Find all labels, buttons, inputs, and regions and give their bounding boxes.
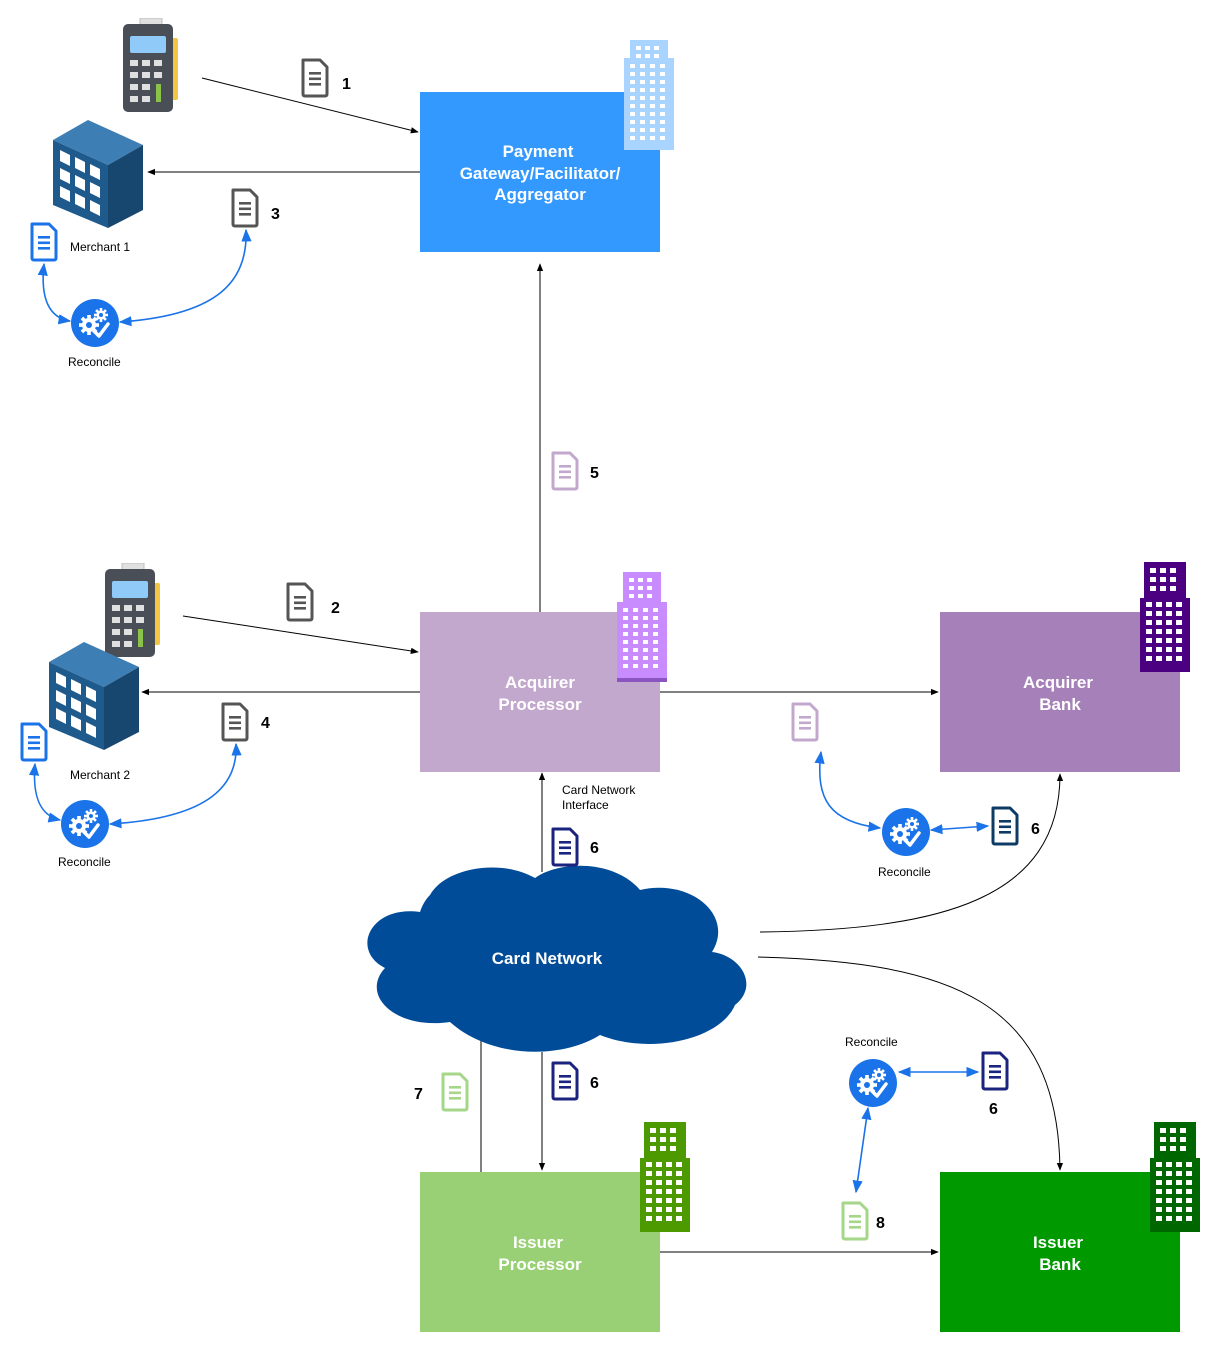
reconcile-icon-acquirer[interactable] [881, 807, 931, 857]
arrow-network-to-issbank [757, 956, 1064, 1171]
link-doclilac-reconcile-acq [814, 750, 882, 832]
document-icon-step6-issbank [981, 1051, 1009, 1091]
acquirer-bank-label-line2: Bank [1039, 695, 1081, 714]
gateway-label-line2: Gateway/Facilitator/ [460, 164, 621, 183]
reconcile-label-issuer: Reconcile [845, 1035, 898, 1049]
step-3-label: 3 [271, 206, 280, 223]
acquirer-processor-label-line1: Acquirer [505, 673, 575, 692]
document-icon-step6-issproc [551, 1061, 579, 1101]
document-icon-step7 [441, 1072, 469, 1112]
connectors [141, 77, 1064, 1256]
card-network-interface-label-line2: Interface [562, 798, 609, 812]
link-reconcile-acq-doc6 [929, 821, 990, 835]
gateway-label-line3: Aggregator [494, 185, 586, 204]
reconcile-connectors [28, 228, 990, 1194]
issuer-bank-label-line1: Issuer [1033, 1233, 1083, 1252]
document-icon-step3 [231, 188, 259, 228]
card-network-node[interactable]: Card Network [367, 865, 747, 1052]
merchant-2-building-icon [49, 642, 139, 750]
step-1-label: 1 [342, 76, 351, 93]
issuer-processor-label-line1: Issuer [513, 1233, 563, 1252]
issuer-processor-building-icon [640, 1122, 690, 1232]
arrow-network-to-acqbank [759, 773, 1064, 933]
issuer-processor-label-line2: Processor [498, 1255, 582, 1274]
step-5-label: 5 [590, 465, 599, 482]
document-icon-merchant1 [30, 222, 58, 262]
step-4-label: 4 [261, 715, 270, 732]
link-reconcile-iss-doc8 [852, 1106, 872, 1194]
step-7-label: 7 [414, 1086, 423, 1103]
document-icon-acquirer-recon [791, 702, 819, 742]
document-icon-step8 [841, 1201, 869, 1241]
step-6-label-acqbank: 6 [1031, 821, 1040, 838]
document-icon-step1 [301, 58, 329, 98]
issuer-bank-building-icon [1150, 1122, 1200, 1232]
card-network-label: Card Network [492, 949, 603, 968]
issuer-bank-box [940, 1172, 1180, 1332]
card-network-interface-label-line1: Card Network [562, 783, 636, 797]
document-icon-step2 [286, 582, 314, 622]
document-icon-step6-acqbank [991, 806, 1019, 846]
pos-terminal-icon-2 [104, 563, 161, 658]
merchant-1-building-icon [53, 120, 143, 228]
link-reconcile-doc3 [118, 228, 252, 327]
acquirer-bank-building-icon [1140, 562, 1190, 672]
acquirer-bank-label-line1: Acquirer [1023, 673, 1093, 692]
arrow-pos1-to-gateway [201, 77, 419, 134]
acquirer-processor-building-icon [617, 572, 667, 682]
issuer-bank-label-line2: Bank [1039, 1255, 1081, 1274]
issuer-processor-box [420, 1172, 660, 1332]
link-reconcile-doc4 [108, 742, 242, 829]
document-icon-merchant2 [20, 722, 48, 762]
document-icon-step5 [551, 451, 579, 491]
issuer-processor-node[interactable]: Issuer Processor [420, 1172, 660, 1332]
gateway-label-line1: Payment [503, 142, 574, 161]
step-2-label: 2 [331, 600, 340, 617]
acquirer-processor-label-line2: Processor [498, 695, 582, 714]
issuer-bank-node[interactable]: Issuer Bank [940, 1172, 1180, 1332]
gateway-box [420, 92, 660, 252]
step-8-label: 8 [876, 1215, 885, 1232]
reconcile-label-merchant2: Reconcile [58, 855, 111, 869]
merchant-2-label: Merchant 2 [70, 768, 130, 782]
link-doc-m1-reconcile [37, 262, 72, 325]
document-icon-step4 [221, 702, 249, 742]
reconcile-icon-merchant2[interactable] [60, 799, 110, 849]
reconcile-label-merchant1: Reconcile [68, 355, 121, 369]
step-6-label-network: 6 [590, 840, 599, 857]
pos-terminal-icon-1 [122, 18, 179, 113]
gateway-building-icon [624, 40, 674, 150]
step-6-label-issbank: 6 [989, 1101, 998, 1118]
arrow-pos2-to-acqproc [182, 615, 419, 655]
reconcile-icon-merchant1[interactable] [70, 298, 120, 348]
card-network-cloud [367, 865, 747, 1052]
merchant-1-label: Merchant 1 [70, 240, 130, 254]
reconcile-icon-issuer[interactable] [848, 1058, 898, 1108]
link-doc-m2-reconcile [28, 762, 62, 823]
gateway-node[interactable]: Payment Gateway/Facilitator/ Aggregator [420, 92, 660, 252]
document-icon-step6-network [551, 827, 579, 867]
step-6-label-issproc: 6 [590, 1075, 599, 1092]
reconcile-label-acquirer: Reconcile [878, 865, 931, 879]
